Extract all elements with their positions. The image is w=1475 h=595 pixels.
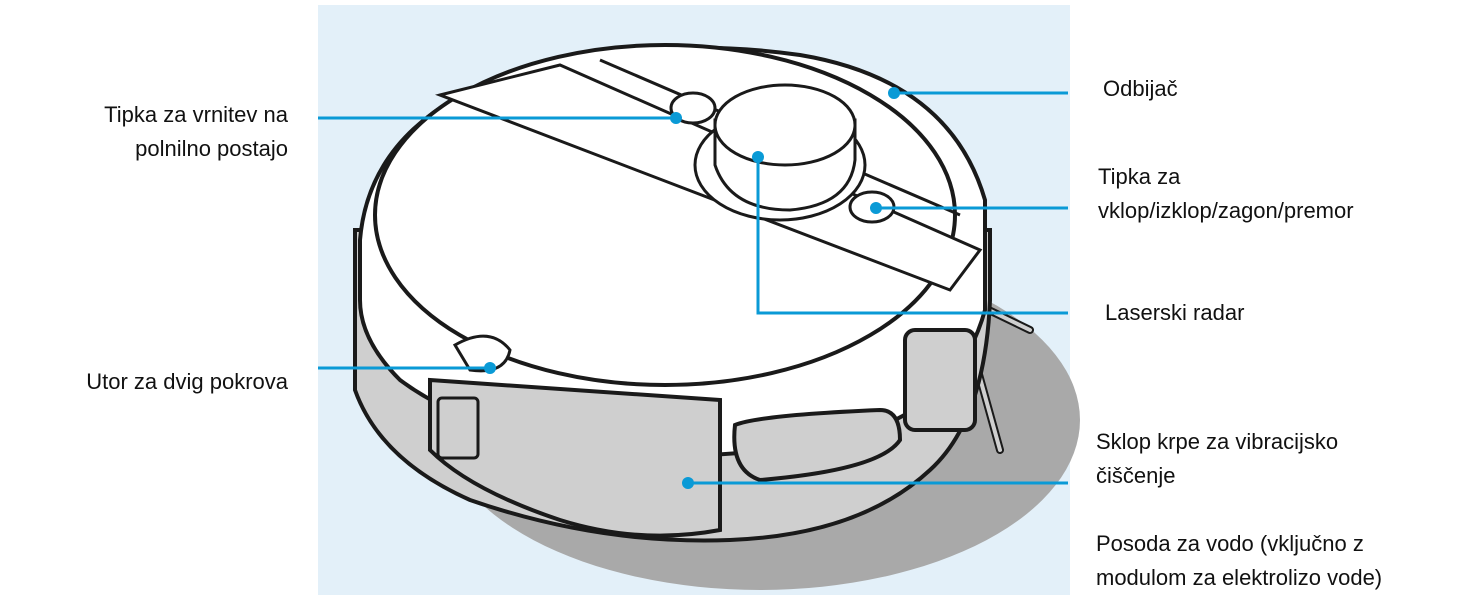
label-mop-assembly-line1: Sklop krpe za vibracijsko: [1096, 429, 1339, 454]
label-lid-slot-line1: Utor za dvig pokrova: [86, 369, 288, 394]
label-mop-assembly: Sklop krpe za vibracijsko čiščenje: [1096, 425, 1338, 493]
label-water-tank-line1: Posoda za vodo (vključno z: [1096, 531, 1364, 556]
water-tank: [428, 377, 722, 538]
label-power-button: Tipka za vklop/izklop/zagon/premor: [1098, 160, 1354, 228]
water-tank-cap: [436, 396, 480, 460]
label-dock-button-line1: Tipka za vrnitev na: [104, 102, 288, 127]
dock-button-icon: [669, 91, 717, 125]
label-water-tank: Posoda za vodo (vključno z modulom za el…: [1096, 527, 1382, 595]
label-bumper-line1: Odbijač: [1103, 76, 1178, 101]
dot-lid-slot: [484, 362, 496, 374]
label-bumper: Odbijač: [1103, 72, 1178, 106]
label-mop-assembly-line2: čiščenje: [1096, 463, 1176, 489]
label-laser-radar-line1: Laserski radar: [1105, 300, 1245, 325]
leader-lines: [318, 91, 1068, 485]
dot-bumper: [888, 87, 900, 99]
label-lid-slot: Utor za dvig pokrova: [0, 365, 288, 399]
right-grip: [732, 407, 903, 483]
label-dock-button-line2: polnilno postajo: [135, 136, 288, 162]
dot-dock-button: [670, 112, 682, 124]
label-laser-radar: Laserski radar: [1105, 296, 1244, 330]
side-panel: [903, 328, 977, 432]
laser-radar-top: [713, 83, 857, 167]
leader-laser-radar: [756, 157, 1068, 315]
lid-slot-notch: [452, 334, 512, 373]
label-power-button-line2: vklop/izklop/zagon/premor: [1098, 198, 1354, 224]
dot-mop-assembly: [682, 477, 694, 489]
dot-laser-radar: [752, 151, 764, 163]
label-power-button-line1: Tipka za: [1098, 164, 1181, 189]
label-dock-button: Tipka za vrnitev na polnilno postajo: [0, 98, 288, 166]
label-water-tank-line2: modulom za elektrolizo vode): [1096, 565, 1383, 591]
leader-dots: [484, 87, 900, 489]
dot-power-button: [870, 202, 882, 214]
